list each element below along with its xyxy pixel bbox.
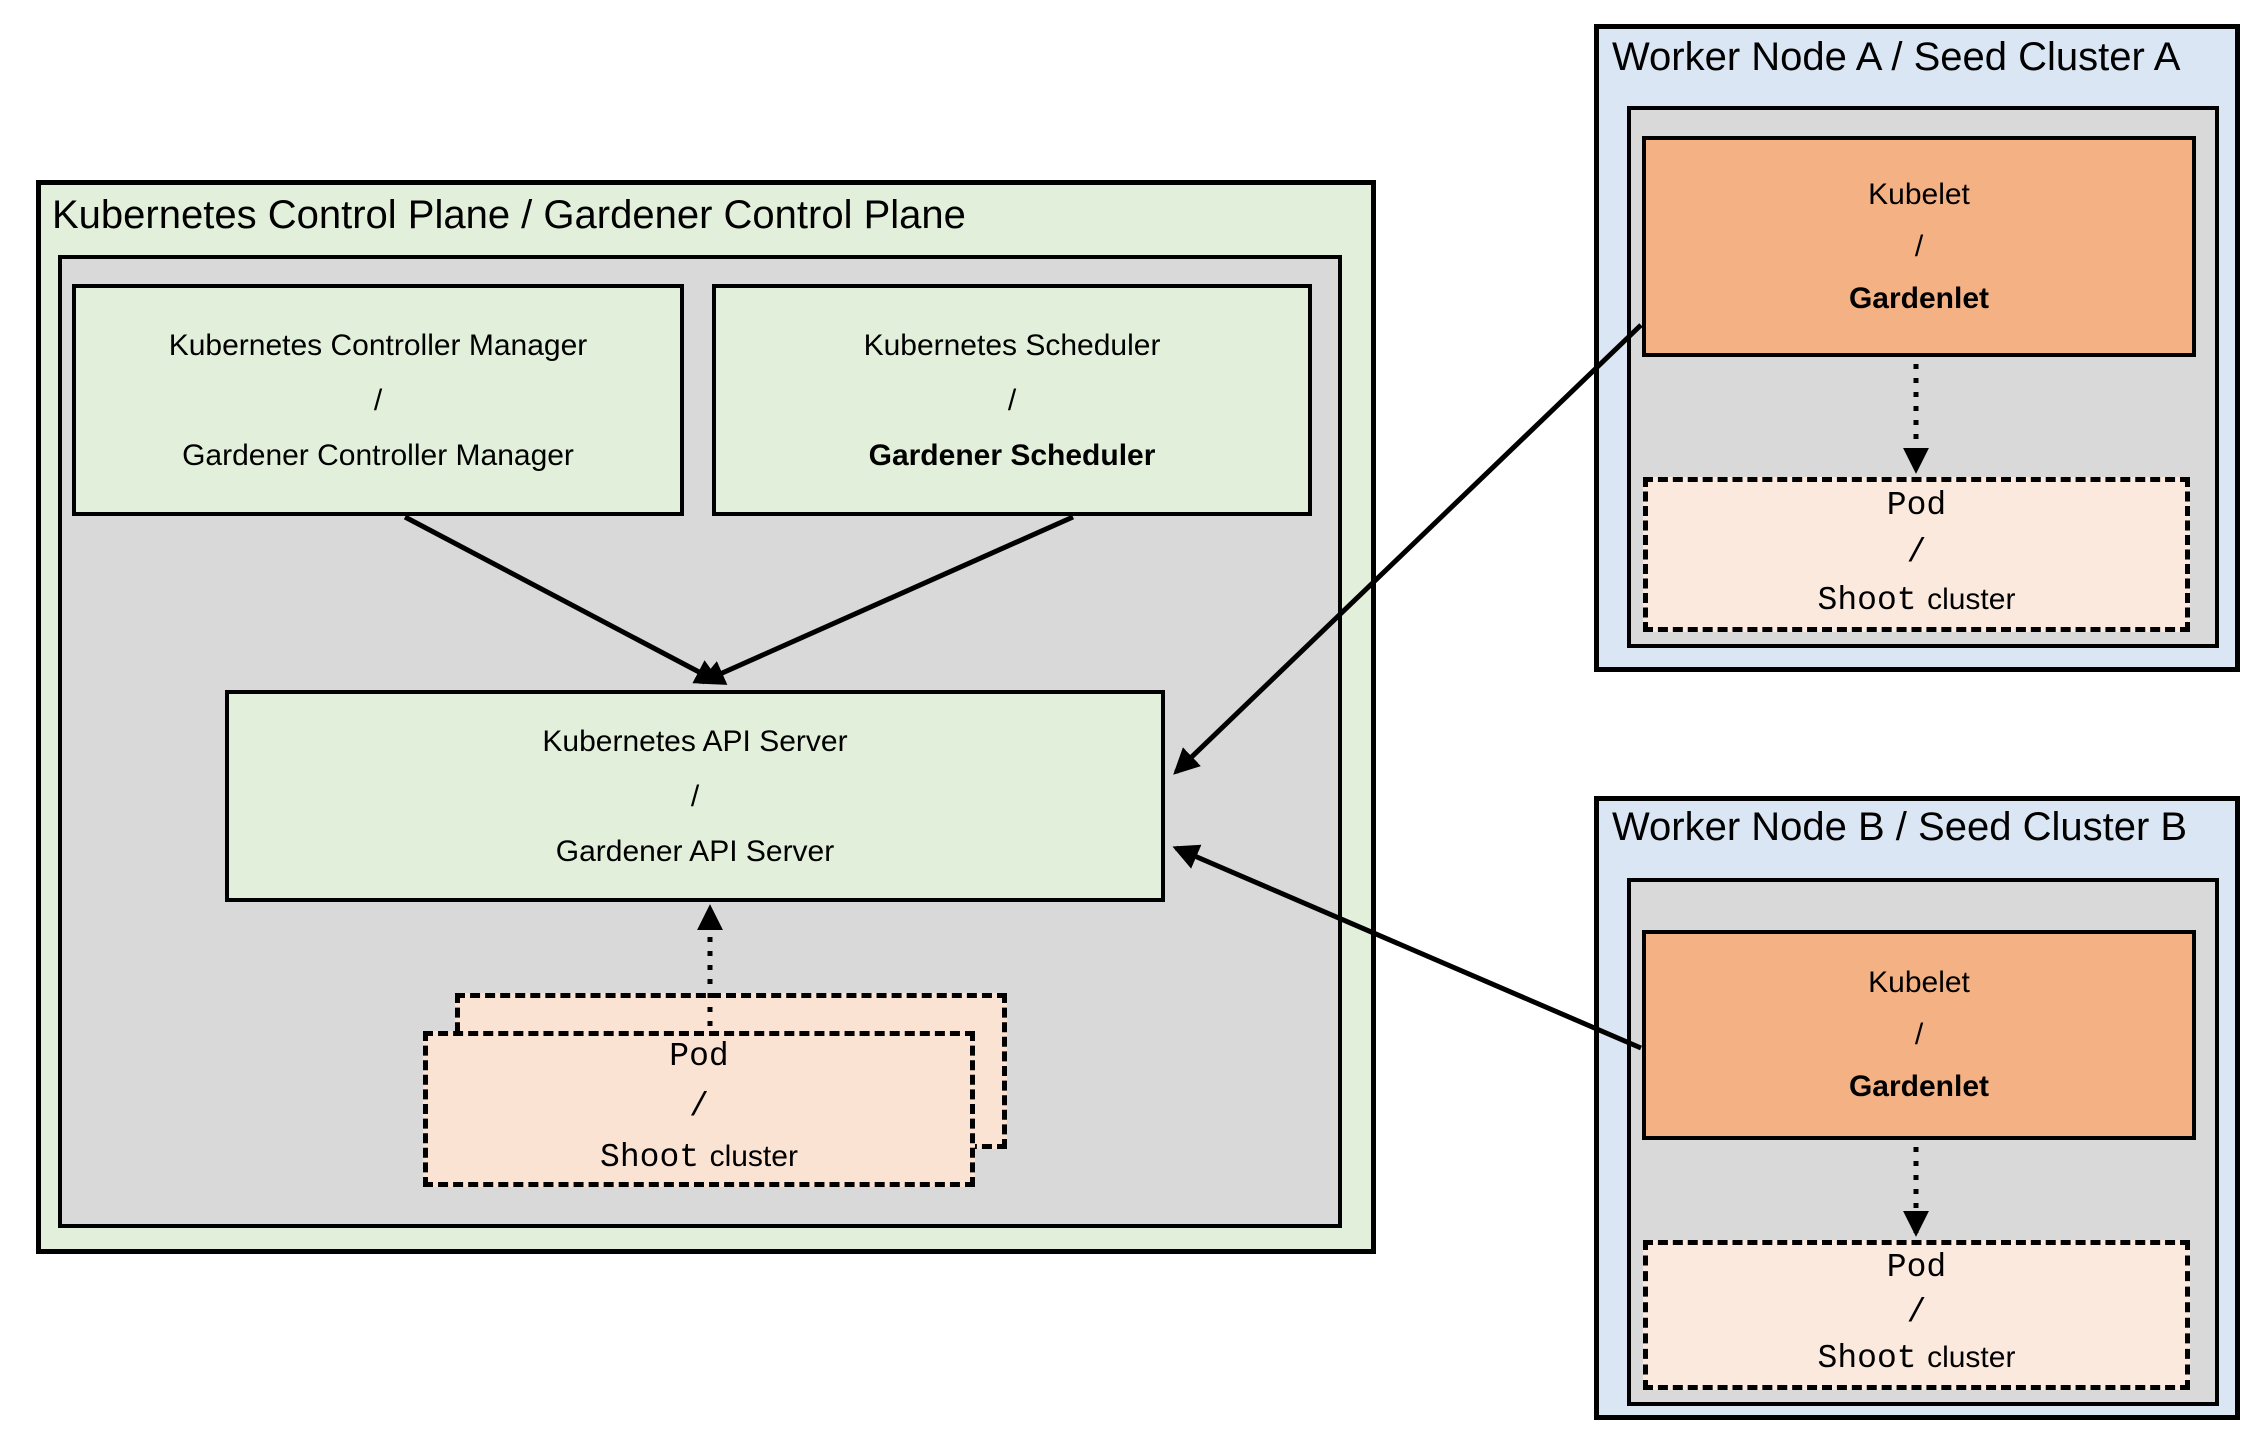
worker-b-pod-shoot-cluster-box: Pod / Shoot cluster	[1643, 1240, 2190, 1390]
controller-manager-line1: Kubernetes Controller Manager	[168, 328, 588, 362]
worker-node-a-title: Worker Node A / Seed Cluster A	[1612, 35, 2181, 79]
worker-a-pod-line2-cluster: cluster	[1927, 582, 2016, 616]
pod-line2-shoot: Shoot	[600, 1138, 700, 1176]
worker-b-pod-line1: Pod	[1886, 1249, 1947, 1286]
scheduler-line2: Gardener Scheduler	[868, 438, 1156, 472]
worker-a-pod-slash: /	[1906, 533, 1927, 571]
worker-a-kubelet-line1: Kubelet	[1868, 177, 1970, 211]
api-server-line2: Gardener API Server	[555, 834, 835, 868]
worker-a-pod-line1: Pod	[1886, 486, 1947, 524]
worker-b-kubelet-line1: Kubelet	[1868, 966, 1970, 999]
worker-a-kubelet-line2: Gardenlet	[1848, 281, 1990, 315]
pod-line2-cluster: cluster	[709, 1139, 798, 1173]
worker-a-kubelet-slash: /	[1914, 229, 1924, 263]
pod-line1: Pod	[669, 1037, 729, 1075]
scheduler-box: Kubernetes Scheduler / Gardener Schedule…	[712, 284, 1312, 516]
worker-b-pod-slash: /	[1906, 1294, 1927, 1331]
controller-manager-line2: Gardener Controller Manager	[182, 438, 574, 472]
api-server-box: Kubernetes API Server / Gardener API Ser…	[225, 690, 1165, 902]
worker-node-b-title: Worker Node B / Seed Cluster B	[1612, 805, 2188, 849]
pod-shoot-cluster-box: Pod / Shoot cluster	[423, 1031, 975, 1187]
pod-slash: /	[689, 1087, 709, 1125]
controller-manager-slash: /	[373, 383, 383, 417]
worker-b-kubelet-slash: /	[1914, 1018, 1924, 1051]
controller-manager-box: Kubernetes Controller Manager / Gardener…	[72, 284, 684, 516]
worker-a-pod-shoot-cluster-box: Pod / Shoot cluster	[1643, 477, 2190, 632]
worker-b-kubelet-box: Kubelet / Gardenlet	[1642, 930, 2196, 1140]
api-server-line1: Kubernetes API Server	[542, 724, 848, 758]
worker-a-kubelet-box: Kubelet / Gardenlet	[1642, 136, 2196, 357]
worker-b-kubelet-line2: Gardenlet	[1848, 1070, 1990, 1103]
worker-b-pod-line2-shoot: Shoot	[1817, 1340, 1917, 1377]
worker-a-pod-line2: Shoot cluster	[1818, 576, 2016, 628]
worker-b-pod-line2-cluster: cluster	[1927, 1341, 2016, 1374]
worker-a-pod-line2-shoot: Shoot	[1817, 581, 1917, 619]
control-plane-title: Kubernetes Control Plane / Gardener Cont…	[52, 193, 966, 237]
scheduler-slash: /	[1007, 383, 1017, 417]
pod-line2: Shoot cluster	[600, 1132, 798, 1187]
scheduler-line1: Kubernetes Scheduler	[863, 328, 1161, 362]
api-server-slash: /	[690, 779, 700, 813]
worker-b-pod-line2: Shoot cluster	[1818, 1335, 2016, 1385]
